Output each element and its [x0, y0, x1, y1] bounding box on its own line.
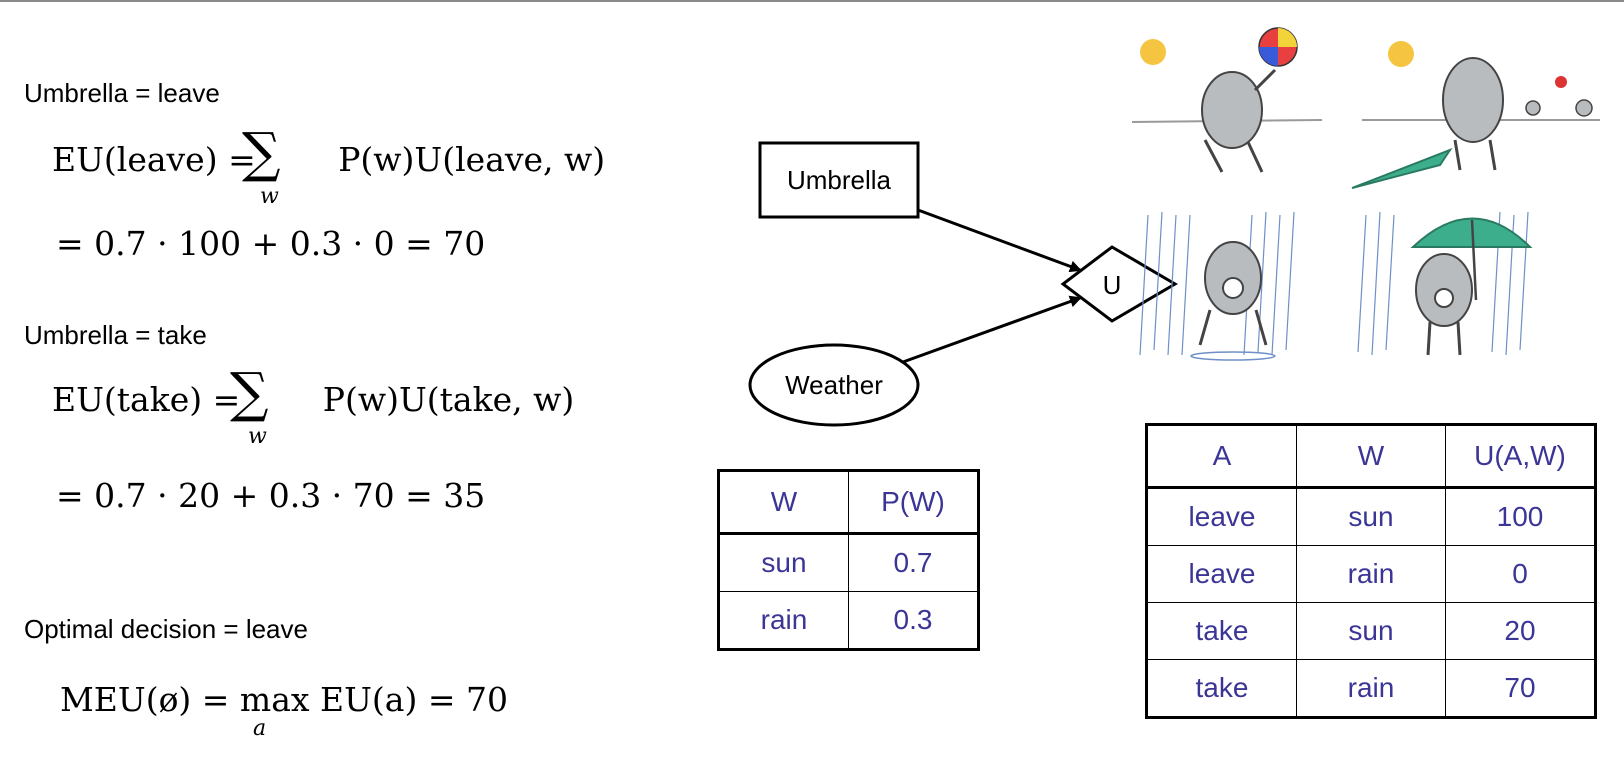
- cell-utility: 20: [1445, 602, 1596, 660]
- cell-probability: 0.7: [848, 533, 979, 592]
- robot-rain-no-umbrella-illustration: [1139, 211, 1295, 361]
- eu-take-equation: EU(take) = P(w)U(take, w): [52, 380, 574, 419]
- weather-node: [748, 343, 920, 427]
- meu-lhs: MEU(ø) = max: [60, 680, 310, 719]
- eu-leave-equation: EU(leave) = P(w)U(leave, w): [52, 140, 605, 179]
- table-row: take sun 20: [1146, 602, 1596, 660]
- take-label: Umbrella = take: [24, 320, 207, 350]
- cell-utility: 100: [1445, 487, 1596, 546]
- closed-umbrella-icon: [1351, 147, 1453, 189]
- eu-take-calc: = 0.7 · 20 + 0.3 · 70 = 35: [56, 476, 486, 515]
- cell-action: leave: [1146, 487, 1297, 546]
- header-w: W: [718, 470, 849, 535]
- arrow-weather-to-utility: [902, 295, 1082, 364]
- optimal-decision-label: Optimal decision = leave: [24, 614, 308, 644]
- header-utility: U(A,W): [1445, 424, 1596, 489]
- table-row: sun 0.7: [718, 533, 979, 592]
- table-row: leave sun 100: [1146, 487, 1596, 546]
- robot-icon: [1201, 71, 1263, 149]
- eu-take-lhs: EU(take) =: [52, 380, 251, 419]
- table-header-row: A W U(A,W): [1146, 424, 1596, 489]
- robot-sun-with-umbrella-illustration: [1351, 41, 1600, 189]
- header-weather: W: [1296, 424, 1446, 489]
- meu-equation: MEU(ø) = max EU(a) = 70: [60, 680, 508, 719]
- small-ball-icon: [1555, 76, 1567, 88]
- eu-leave-rhs: P(w)U(leave, w): [338, 140, 606, 179]
- utility-table: A W U(A,W) leave sun 100 leave rain 0 ta…: [1145, 423, 1597, 719]
- cell-probability: 0.3: [848, 591, 979, 650]
- eu-leave-calc: = 0.7 · 100 + 0.3 · 0 = 70: [56, 224, 486, 263]
- robot-sun-no-umbrella-illustration: [1131, 27, 1323, 173]
- header-pw: P(W): [848, 470, 979, 535]
- arrow-umbrella-to-utility: [917, 208, 1082, 273]
- top-border: [0, 0, 1624, 2]
- weather-node-label: Weather: [785, 370, 883, 400]
- meu-subscript: a: [253, 716, 267, 741]
- header-action: A: [1146, 424, 1297, 489]
- table-row: rain 0.3: [718, 591, 979, 650]
- cell-utility: 70: [1445, 659, 1596, 718]
- umbrella-node-label: Umbrella: [787, 165, 892, 195]
- table-row: leave rain 0: [1146, 545, 1596, 603]
- table-header-row: W P(W): [718, 470, 979, 535]
- cell-action: take: [1146, 602, 1297, 660]
- utility-node-label: U: [1103, 270, 1122, 300]
- table-row: take rain 70: [1146, 659, 1596, 718]
- sun-icon: [1388, 41, 1414, 67]
- robot-icon: [1442, 57, 1504, 143]
- cell-weather: rain: [718, 591, 849, 650]
- meu-rhs: EU(a) = 70: [309, 680, 508, 719]
- eu-take-rhs: P(w)U(take, w): [322, 380, 575, 419]
- sum-symbol-take: ∑w: [230, 361, 269, 450]
- sum-subscript-leave: w: [260, 184, 279, 209]
- cell-weather: sun: [1296, 602, 1446, 660]
- sum-symbol-leave: ∑w: [242, 121, 281, 210]
- robot-rain-with-umbrella-illustration: [1357, 211, 1533, 356]
- cell-utility: 0: [1445, 545, 1596, 603]
- leave-label: Umbrella = leave: [24, 78, 220, 108]
- cell-weather: rain: [1296, 659, 1446, 718]
- sum-subscript-take: w: [248, 424, 267, 449]
- umbrella-node: [758, 141, 920, 219]
- weather-probability-table: W P(W) sun 0.7 rain 0.3: [717, 469, 980, 651]
- sun-icon: [1140, 39, 1166, 65]
- cell-action: leave: [1146, 545, 1297, 603]
- eu-leave-lhs: EU(leave) =: [52, 140, 267, 179]
- cell-weather: sun: [1296, 487, 1446, 546]
- cell-weather: sun: [718, 533, 849, 592]
- cell-weather: rain: [1296, 545, 1446, 603]
- cell-action: take: [1146, 659, 1297, 718]
